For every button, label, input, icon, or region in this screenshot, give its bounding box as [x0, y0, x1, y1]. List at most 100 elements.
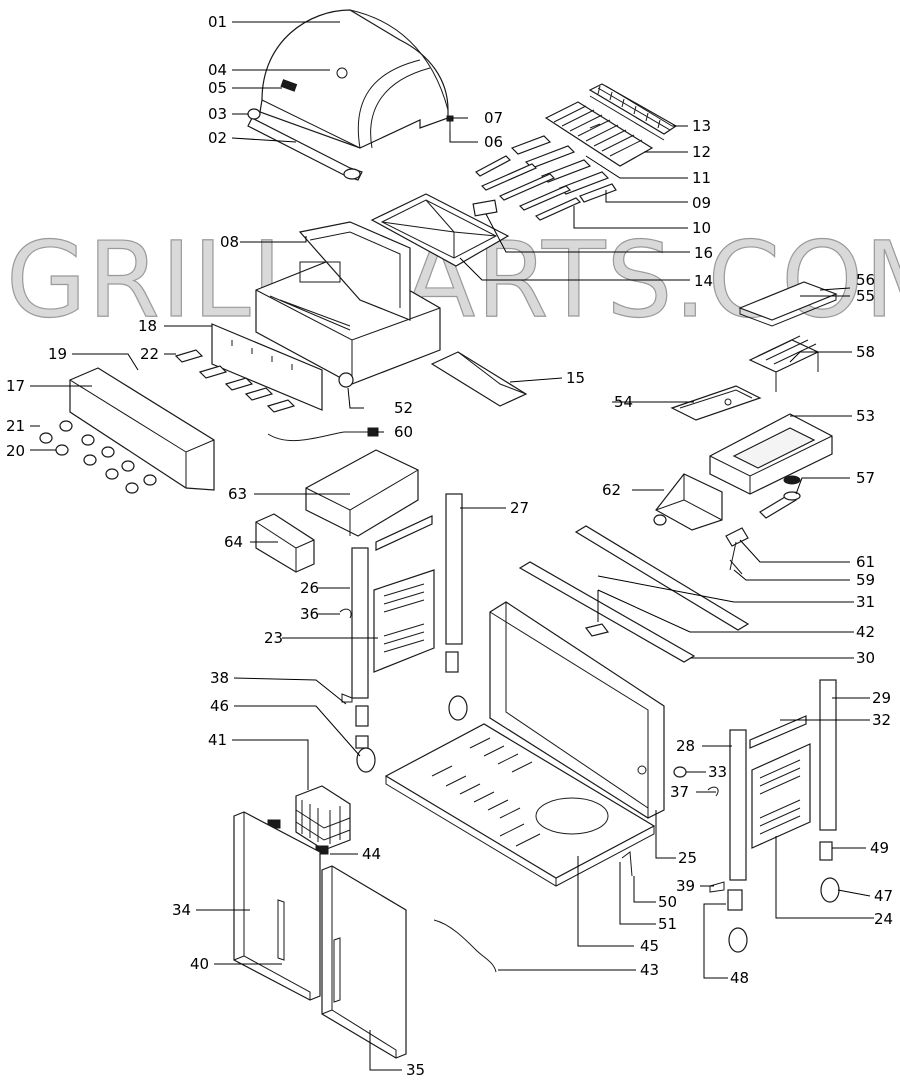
part-side-lid — [738, 281, 838, 327]
label-52: 52 — [394, 399, 413, 417]
label-30: 30 — [856, 649, 875, 667]
part-manifold-panel — [211, 323, 323, 411]
label-19: 19 — [48, 345, 67, 363]
label-35: 35 — [406, 1061, 425, 1079]
label-36: 36 — [300, 605, 319, 623]
parts-layer — [39, 9, 840, 1059]
part-side-grate — [748, 335, 820, 392]
label-64: 64 — [224, 533, 243, 551]
part-burners — [475, 155, 582, 221]
part-hook-36 — [339, 608, 352, 619]
label-54: 54 — [614, 393, 633, 411]
label-08: 08 — [220, 233, 239, 251]
label-59: 59 — [856, 571, 875, 589]
label-18: 18 — [138, 317, 157, 335]
part-side-control-panel — [653, 473, 723, 531]
part-control-panel — [69, 367, 215, 491]
label-62: 62 — [602, 481, 621, 499]
part-hardware-50-51 — [621, 851, 633, 877]
label-34: 34 — [172, 901, 191, 919]
part-hardware-37 — [707, 786, 719, 797]
label-04: 04 — [208, 61, 227, 79]
label-49: 49 — [870, 839, 889, 857]
part-door-left — [233, 811, 321, 1001]
label-12: 12 — [692, 143, 711, 161]
label-41: 41 — [208, 731, 227, 749]
label-47: 47 — [874, 887, 893, 905]
part-knobs — [39, 420, 157, 494]
label-29: 29 — [872, 689, 891, 707]
label-38: 38 — [210, 669, 229, 687]
label-17: 17 — [6, 377, 25, 395]
part-side-burner-box — [709, 413, 833, 495]
part-leg-27 — [445, 493, 468, 721]
part-hardware-33 — [673, 766, 687, 778]
label-14: 14 — [694, 272, 713, 290]
label-37: 37 — [670, 783, 689, 801]
part-bracket — [255, 513, 315, 573]
label-24: 24 — [874, 910, 893, 928]
label-02: 02 — [208, 129, 227, 147]
part-valves — [174, 349, 296, 413]
label-07: 07 — [484, 109, 503, 127]
label-27: 27 — [510, 499, 529, 517]
part-grease-tray — [370, 193, 510, 267]
part-leg-26 — [341, 547, 369, 727]
part-side-drip-tray — [670, 385, 762, 421]
label-25: 25 — [678, 849, 697, 867]
label-22: 22 — [140, 345, 159, 363]
label-39: 39 — [676, 877, 695, 895]
part-leg-29 — [819, 679, 840, 903]
label-26: 26 — [300, 579, 319, 597]
label-16: 16 — [694, 244, 713, 262]
part-side-burner — [759, 475, 801, 519]
label-50: 50 — [658, 893, 677, 911]
label-57: 57 — [856, 469, 875, 487]
label-63: 63 — [228, 485, 247, 503]
label-11: 11 — [692, 169, 711, 187]
part-basket — [295, 785, 351, 851]
label-21: 21 — [6, 417, 25, 435]
label-01: 01 — [208, 13, 227, 31]
label-53: 53 — [856, 407, 875, 425]
part-leg-28 — [709, 729, 748, 953]
label-09: 09 — [692, 194, 711, 212]
leader-lines — [30, 21, 874, 1071]
label-10: 10 — [692, 219, 711, 237]
part-rails — [518, 525, 750, 663]
label-45: 45 — [640, 937, 659, 955]
part-igniter-wire — [433, 919, 497, 973]
label-05: 05 — [208, 79, 227, 97]
label-23: 23 — [264, 629, 283, 647]
part-heat-shield — [430, 351, 528, 407]
callout-labels: 01 02 03 04 05 06 07 08 09 10 11 12 13 1… — [6, 13, 893, 1079]
label-56: 56 — [856, 271, 875, 289]
label-40: 40 — [190, 955, 209, 973]
label-55: 55 — [856, 287, 875, 305]
part-side-panel-23 — [373, 569, 435, 673]
part-side-panel-24 — [751, 743, 811, 849]
part-lid — [259, 9, 449, 149]
label-06: 06 — [484, 133, 503, 151]
label-48: 48 — [730, 969, 749, 987]
part-caster-46 — [355, 735, 376, 773]
part-side-shelf — [305, 449, 419, 537]
part-support-bar — [375, 515, 433, 551]
label-60: 60 — [394, 423, 413, 441]
label-03: 03 — [208, 105, 227, 123]
label-46: 46 — [210, 697, 229, 715]
label-31: 31 — [856, 593, 875, 611]
label-28: 28 — [676, 737, 695, 755]
label-42: 42 — [856, 623, 875, 641]
label-58: 58 — [856, 343, 875, 361]
label-33: 33 — [708, 763, 727, 781]
part-firebox — [255, 221, 441, 385]
label-44: 44 — [362, 845, 381, 863]
label-61: 61 — [856, 553, 875, 571]
part-gas-hose — [267, 372, 379, 441]
label-51: 51 — [658, 915, 677, 933]
part-door-right — [321, 865, 407, 1059]
label-15: 15 — [566, 369, 585, 387]
part-side-valve — [725, 527, 749, 575]
